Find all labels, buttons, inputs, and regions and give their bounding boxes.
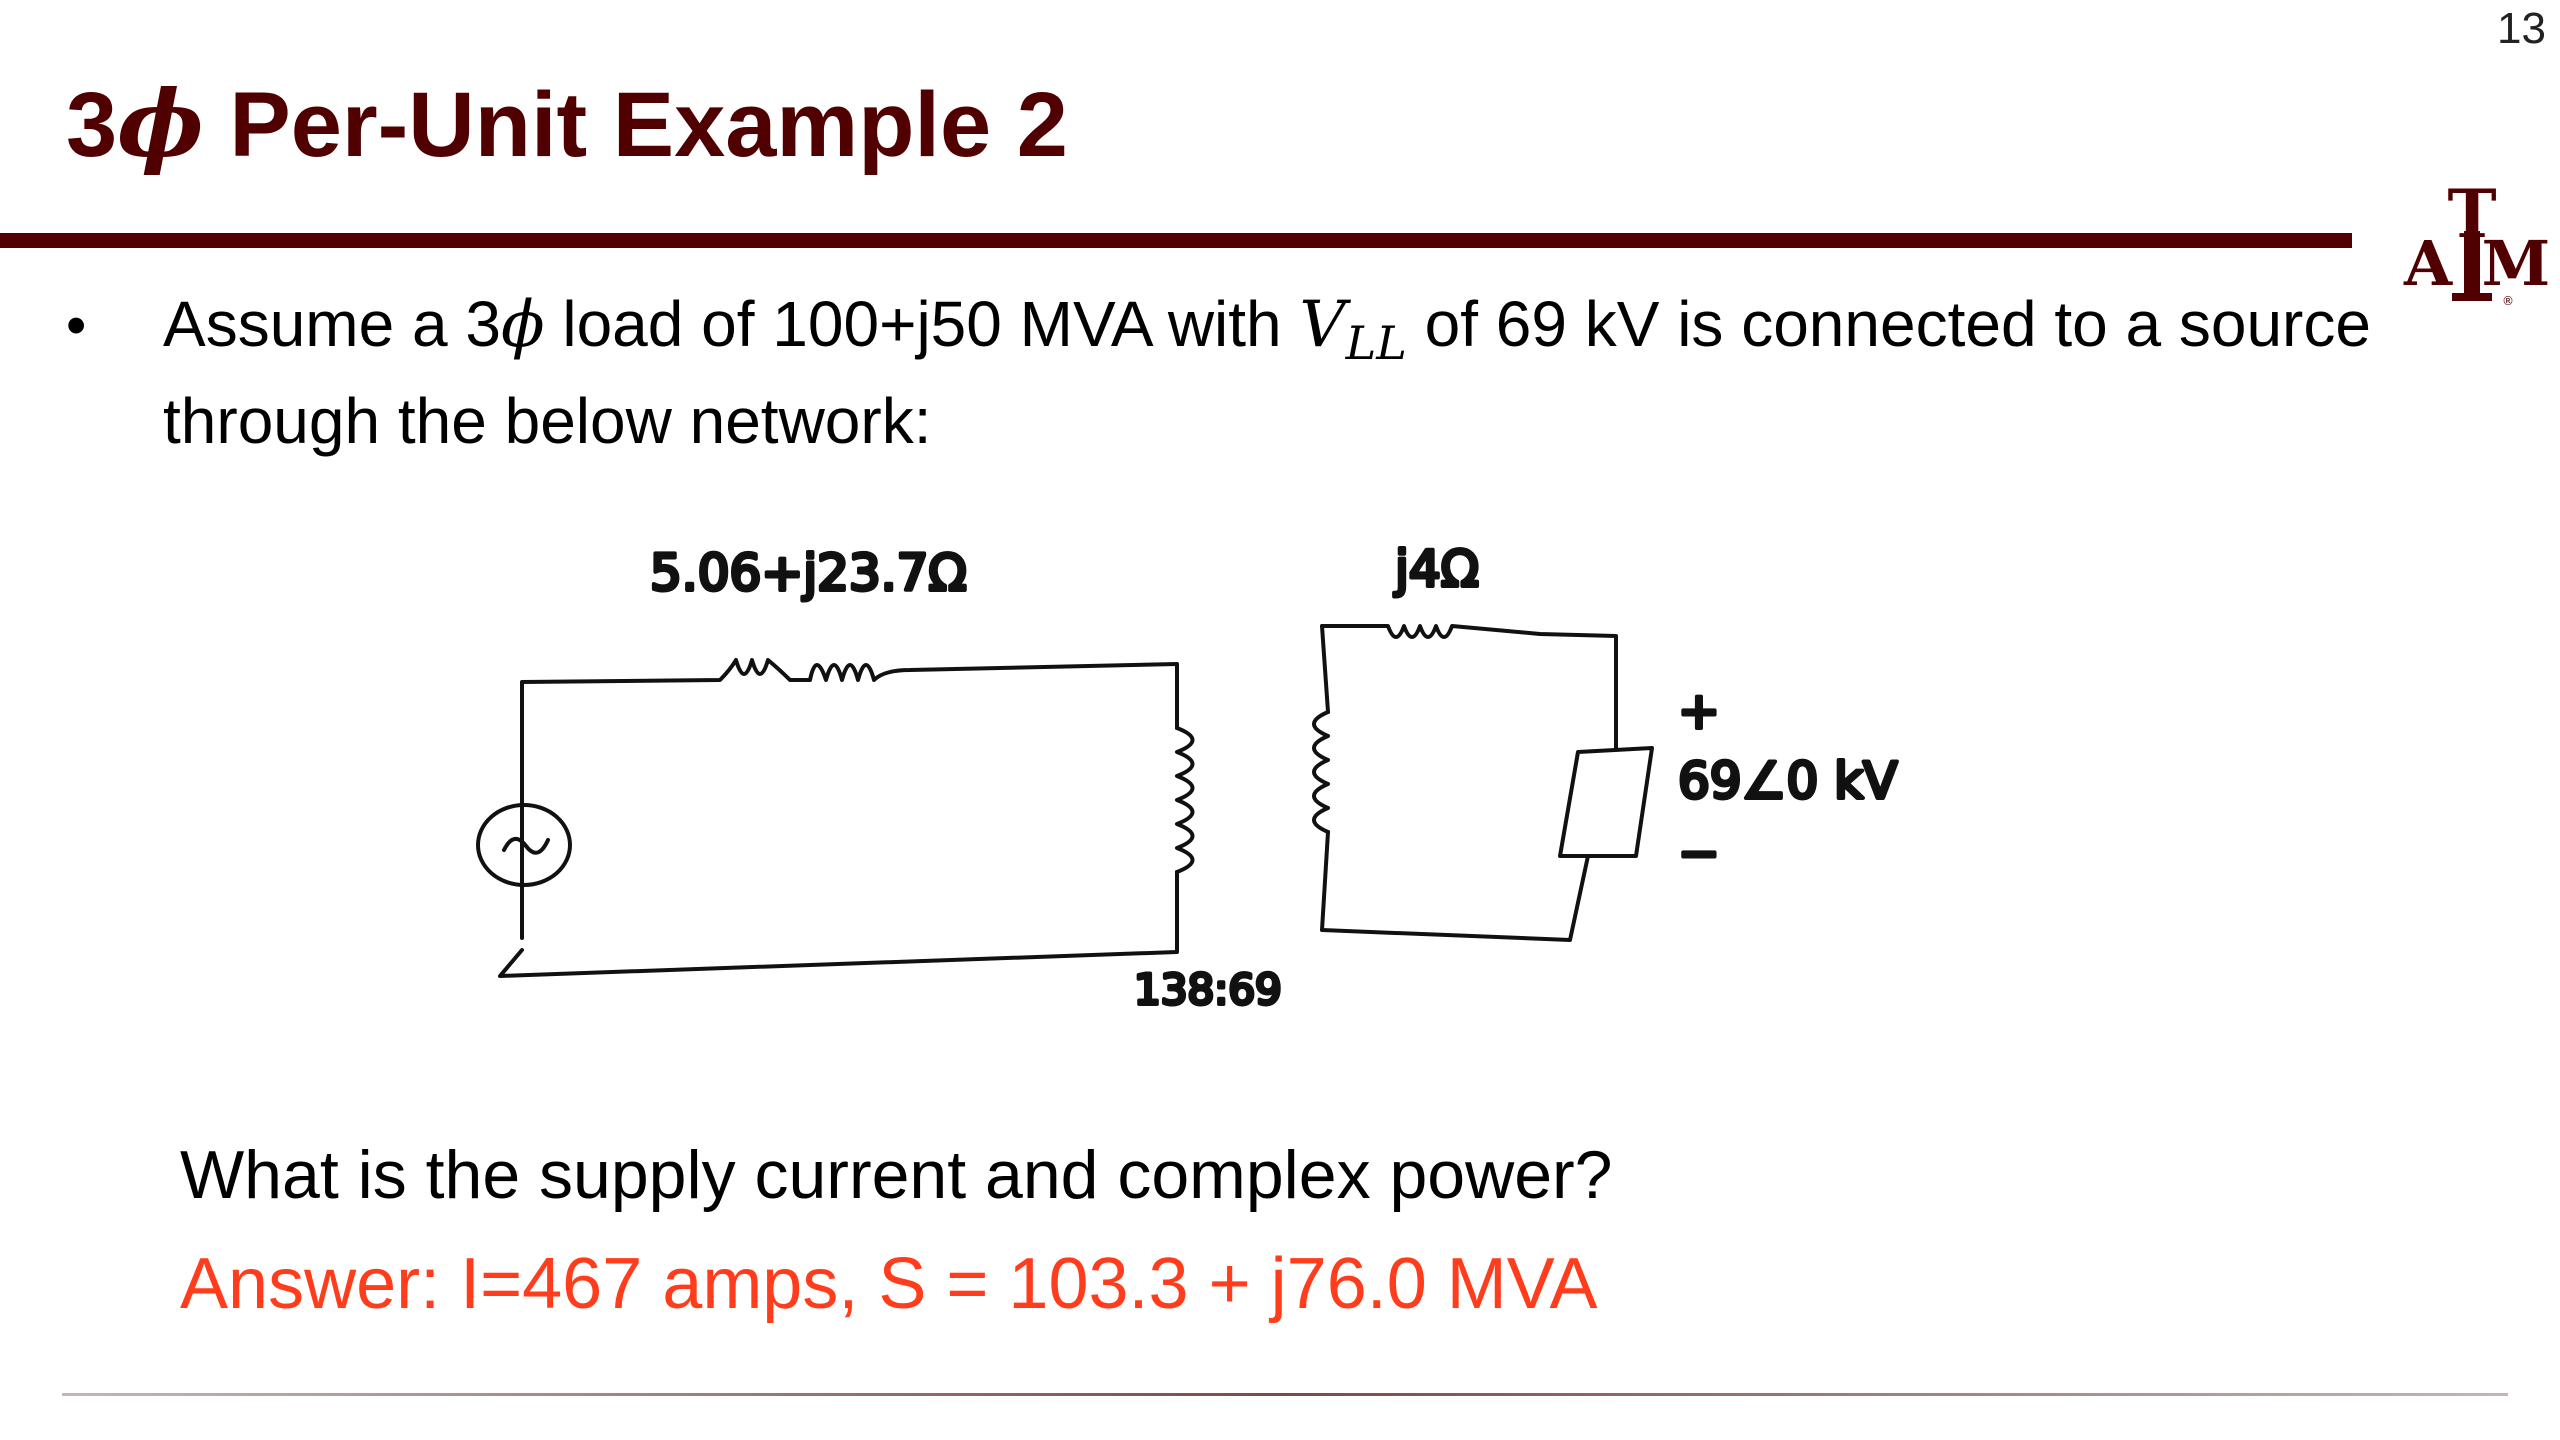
statement-part-1: Assume a 3 — [163, 288, 501, 360]
secondary-bottom-wire — [1320, 830, 1590, 942]
primary-winding — [1175, 726, 1195, 874]
minus-sign: − — [1678, 824, 1720, 882]
title-divider — [0, 233, 2352, 248]
problem-statement: Assume a 3ϕ load of 100+j50 MVA with VLL… — [163, 285, 2383, 460]
question-text: What is the supply current and complex p… — [180, 1137, 1613, 1213]
phi-symbol: ϕ — [500, 288, 545, 362]
secondary-top-wire — [1320, 624, 1618, 752]
footer-divider — [62, 1393, 2508, 1396]
tamu-logo: T A M ® — [2403, 175, 2548, 307]
load-side-reactance-label: j4Ω — [1394, 540, 1479, 598]
load-voltage-label: 69∠0 kV — [1678, 752, 1897, 810]
logo-registered-mark: ® — [2502, 294, 2514, 307]
phi-symbol: ϕ — [117, 70, 204, 178]
variable-v: V — [1299, 288, 1346, 362]
statement-part-2: load of 100+j50 MVA with — [544, 288, 1300, 360]
page-title: 3ϕ Per-Unit Example 2 — [66, 70, 1068, 178]
circuit-diagram: 5.06+j23.7Ω j4Ω + 69∠0 kV − 138:69 — [476, 538, 1899, 1016]
bullet-marker: • — [66, 293, 87, 358]
title-text: Per-Unit Example 2 — [203, 74, 1068, 176]
turns-ratio-label: 138:69 — [1134, 965, 1282, 1014]
primary-bottom-wire — [498, 870, 1179, 978]
vll-variable: VLL — [1299, 288, 1406, 370]
answer-text: Answer: I=467 amps, S = 103.3 + j76.0 MV… — [180, 1244, 1598, 1324]
primary-top-wire — [520, 658, 1179, 940]
page-number: 13 — [2497, 4, 2546, 53]
secondary-winding — [1312, 710, 1330, 834]
variable-subscript: LL — [1345, 315, 1407, 370]
line-impedance-label: 5.06+j23.7Ω — [650, 544, 967, 602]
statement-part-3: of 69 kV is connected to a source throug… — [163, 288, 2371, 457]
logo-letter-m: M — [2482, 227, 2548, 300]
voltage-source-icon — [476, 803, 572, 887]
plus-sign: + — [1678, 682, 1720, 740]
title-prefix: 3 — [66, 74, 118, 176]
source-wave-icon — [502, 837, 550, 855]
load-box — [1558, 746, 1654, 858]
logo-letter-a: A — [2403, 227, 2453, 300]
